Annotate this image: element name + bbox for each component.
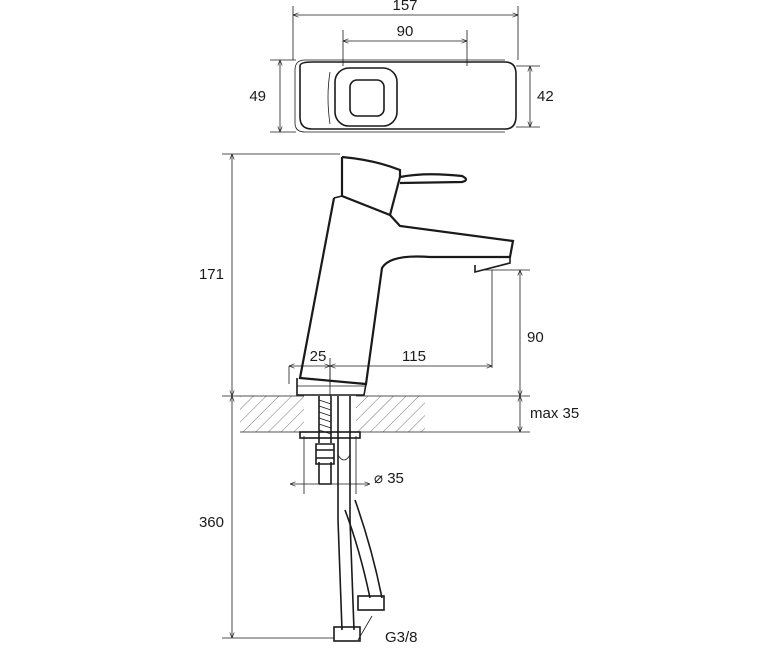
hose-right (344, 499, 383, 599)
dimension-label-25: 25 (310, 348, 327, 365)
hose-nut-right (357, 595, 385, 611)
dimension-label-90-spout: 90 (527, 329, 544, 346)
fixing-stud (318, 396, 332, 485)
dimension-label-360: 360 (199, 514, 224, 531)
top-view-base-plate (294, 59, 505, 133)
fixing-washer (299, 431, 361, 439)
dimension-label-diameter: ⌀ 35 (374, 470, 404, 487)
top-view-lever-inner (349, 79, 385, 117)
thread-leader-line (357, 615, 373, 641)
faucet-base (296, 378, 367, 396)
thread-label: G3/8 (385, 629, 418, 646)
side-view: 171 360 90 max 35 25 115 ⌀ 35 G3/8 (199, 153, 579, 646)
top-view-lever-outer (334, 67, 398, 127)
dimension-label-171: 171 (199, 266, 224, 283)
top-view-lever-edge (327, 71, 331, 125)
dimension-label-max35: max 35 (530, 405, 579, 422)
top-view: 157 90 49 42 (249, 0, 554, 133)
faucet-body (298, 197, 515, 386)
dimension-label-157: 157 (392, 0, 417, 14)
lever (340, 157, 468, 217)
dimension-label-42: 42 (537, 88, 554, 105)
top-view-outline (299, 61, 517, 130)
dimension-label-49: 49 (249, 88, 266, 105)
dimension-label-90-top: 90 (397, 23, 414, 40)
spout-aerator (474, 257, 511, 274)
fixing-nut (315, 443, 335, 465)
hose-nut-left (333, 626, 361, 642)
dimension-label-115: 115 (402, 348, 426, 365)
